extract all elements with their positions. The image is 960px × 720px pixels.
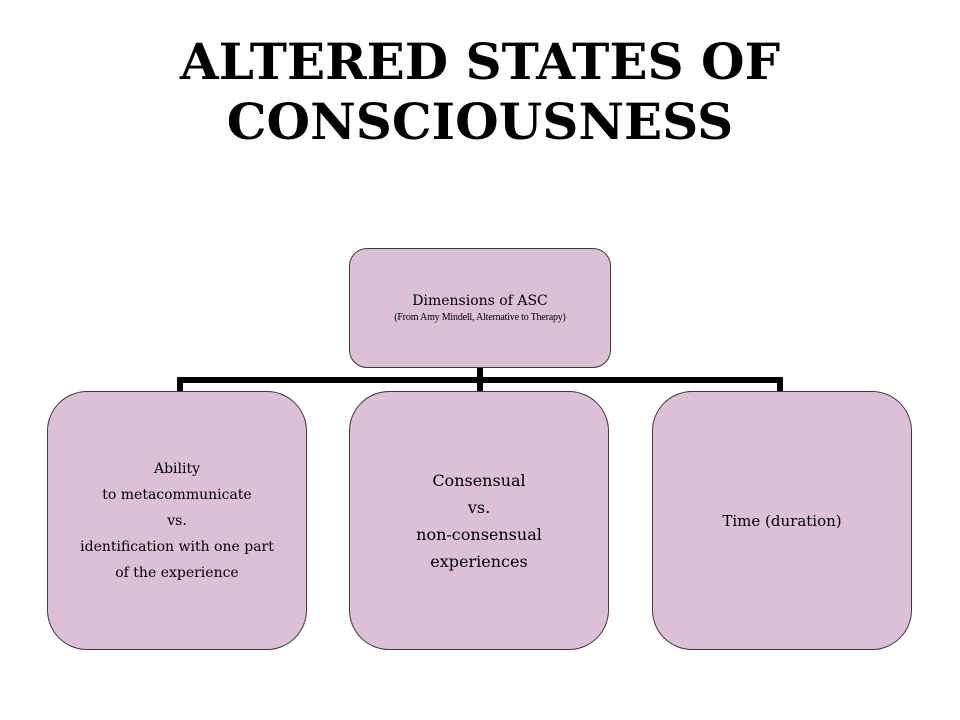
child-1-line-1: Ability (153, 460, 201, 477)
child-node-text: Time (duration) (722, 508, 841, 534)
child-node-consensual: Consensual vs. non-consensual experience… (349, 391, 609, 650)
root-node-label: Dimensions of ASC (412, 293, 548, 309)
child-node-time: Time (duration) (652, 391, 912, 650)
child-1-line-3: vs. (167, 512, 187, 529)
child-node-text: Ability to metacommunicate vs. identific… (80, 456, 274, 586)
child-2-line-1: Consensual (432, 470, 526, 490)
root-node-sublabel: (From Amy Mindell, Alternative to Therap… (394, 312, 566, 323)
child-2-line-2: vs. (467, 497, 491, 517)
child-2-line-3: non-consensual (416, 524, 542, 544)
child-node-metacommunicate: Ability to metacommunicate vs. identific… (47, 391, 307, 650)
title-line-2: CONSCIOUSNESS (226, 92, 734, 151)
child-node-text: Consensual vs. non-consensual experience… (416, 467, 542, 575)
child-1-line-2: to metacommunicate (102, 486, 252, 503)
child-1-line-5: of the experience (115, 564, 239, 581)
child-2-line-4: experiences (430, 551, 528, 571)
child-1-line-4: identification with one part (80, 538, 274, 555)
title-line-1: ALTERED STATES OF (179, 32, 781, 91)
child-3-line-1: Time (duration) (722, 511, 842, 530)
root-node-box: Dimensions of ASC (From Amy Mindell, Alt… (349, 248, 611, 368)
slide-title: ALTERED STATES OF CONSCIOUSNESS (0, 32, 960, 152)
